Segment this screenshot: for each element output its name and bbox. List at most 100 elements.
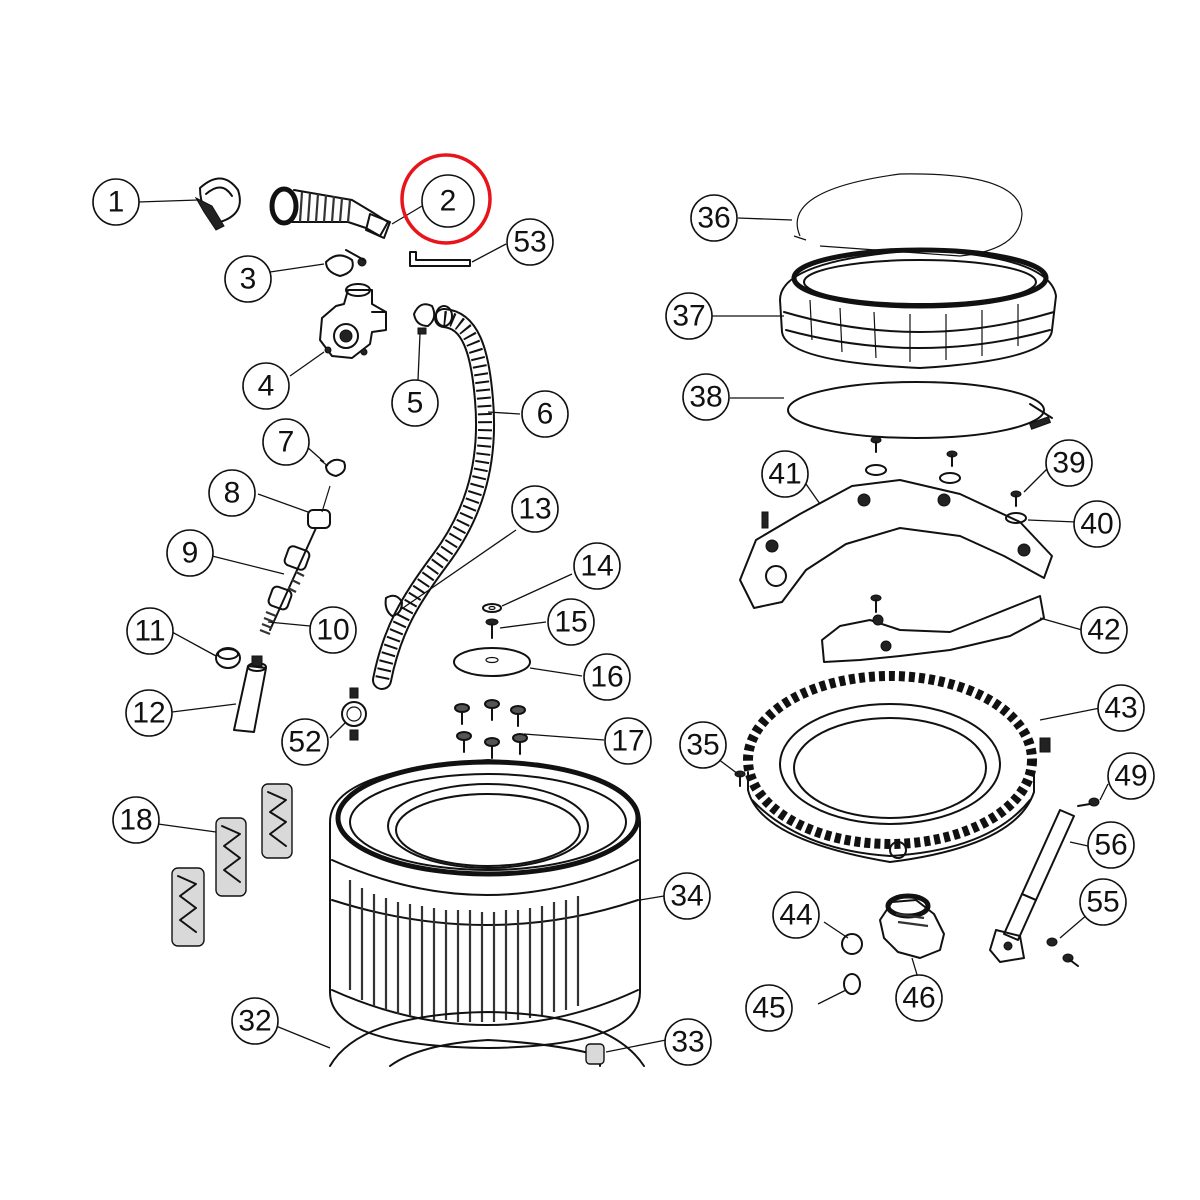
svg-text:6: 6 bbox=[537, 398, 554, 431]
screw-icon bbox=[1077, 797, 1100, 807]
callout-53: 53 bbox=[506, 218, 554, 266]
upper-bracket-icon bbox=[739, 479, 1053, 609]
callout-37: 37 bbox=[665, 292, 713, 340]
leader-lines bbox=[137, 199, 1109, 1053]
drum-icon bbox=[329, 759, 641, 1049]
spring-icon bbox=[307, 485, 331, 529]
svg-text:15: 15 bbox=[554, 606, 587, 639]
svg-text:49: 49 bbox=[1114, 760, 1147, 793]
callout-8: 8 bbox=[208, 469, 256, 517]
callout-12: 12 bbox=[125, 689, 173, 737]
svg-text:45: 45 bbox=[752, 992, 785, 1025]
hex-key-icon bbox=[409, 251, 471, 267]
callout-7: 7 bbox=[262, 418, 310, 466]
svg-text:9: 9 bbox=[182, 537, 199, 570]
svg-text:38: 38 bbox=[689, 381, 722, 414]
washer-icon bbox=[482, 603, 502, 613]
callout-17: 17 bbox=[604, 717, 652, 765]
callout-35: 35 bbox=[679, 721, 727, 769]
callout-18: 18 bbox=[112, 796, 160, 844]
callout-38: 38 bbox=[682, 373, 730, 421]
corrugated-hose-icon bbox=[372, 305, 496, 690]
bellows-hose-icon bbox=[269, 186, 391, 239]
base-tub-icon bbox=[329, 1011, 645, 1067]
clamp-icon bbox=[341, 687, 367, 741]
callout-10: 10 bbox=[309, 606, 357, 654]
svg-text:55: 55 bbox=[1086, 886, 1119, 919]
svg-text:17: 17 bbox=[611, 725, 644, 758]
wire-ring-icon bbox=[793, 173, 1023, 257]
callout-55: 55 bbox=[1079, 878, 1127, 926]
baffle-icon bbox=[171, 783, 293, 947]
svg-text:42: 42 bbox=[1087, 614, 1120, 647]
callout-14: 14 bbox=[573, 542, 621, 590]
lower-bracket-icon bbox=[821, 594, 1045, 663]
svg-text:52: 52 bbox=[288, 726, 321, 759]
svg-text:4: 4 bbox=[258, 370, 275, 403]
cylinder-icon bbox=[233, 655, 267, 733]
svg-text:11: 11 bbox=[134, 615, 165, 648]
callout-6: 6 bbox=[521, 390, 569, 438]
svg-text:8: 8 bbox=[224, 477, 241, 510]
screw-icon bbox=[870, 436, 1022, 507]
svg-text:14: 14 bbox=[580, 550, 613, 583]
wire-clip-icon bbox=[319, 458, 346, 477]
svg-text:33: 33 bbox=[671, 1026, 704, 1059]
shaft-icon bbox=[267, 527, 317, 631]
callout-41: 41 bbox=[761, 450, 809, 498]
callout-3: 3 bbox=[224, 255, 272, 303]
svg-text:32: 32 bbox=[238, 1005, 271, 1038]
svg-text:40: 40 bbox=[1080, 508, 1113, 541]
callout-39: 39 bbox=[1045, 439, 1093, 487]
highlight-circle bbox=[400, 153, 492, 245]
callout-bubbles: 1 2 3 4 5 6 7 8 9 10 11 12 13 14 15 16 1… bbox=[92, 174, 1155, 1066]
gasket-ring-icon bbox=[787, 381, 1053, 439]
svg-text:1: 1 bbox=[108, 186, 125, 219]
callout-9: 9 bbox=[166, 529, 214, 577]
svg-text:39: 39 bbox=[1052, 447, 1085, 480]
callout-34: 34 bbox=[663, 872, 711, 920]
callout-11: 11 bbox=[126, 607, 174, 655]
svg-text:53: 53 bbox=[513, 226, 546, 259]
svg-text:13: 13 bbox=[518, 493, 551, 526]
screw-washer-icon bbox=[1046, 937, 1079, 967]
ring-icon bbox=[215, 647, 241, 669]
svg-text:18: 18 bbox=[119, 804, 152, 837]
washer-icon bbox=[865, 464, 1027, 524]
svg-text:56: 56 bbox=[1094, 829, 1127, 862]
svg-text:43: 43 bbox=[1104, 692, 1137, 725]
outer-tub-icon bbox=[743, 671, 1051, 863]
callout-1: 1 bbox=[92, 178, 140, 226]
disc-cover-icon bbox=[453, 647, 531, 677]
small-clamp-icon bbox=[325, 249, 367, 277]
callout-42: 42 bbox=[1080, 606, 1128, 654]
callout-36: 36 bbox=[690, 194, 738, 242]
callout-33: 33 bbox=[664, 1018, 712, 1066]
svg-text:34: 34 bbox=[670, 880, 703, 913]
callout-16: 16 bbox=[583, 653, 631, 701]
callout-4: 4 bbox=[242, 362, 290, 410]
clip-icon bbox=[413, 303, 436, 335]
pump-housing-icon bbox=[319, 283, 387, 359]
svg-text:44: 44 bbox=[779, 899, 812, 932]
rod-icon bbox=[259, 610, 277, 636]
svg-text:5: 5 bbox=[407, 387, 424, 420]
svg-text:37: 37 bbox=[672, 300, 705, 333]
callout-44: 44 bbox=[772, 891, 820, 939]
svg-text:2: 2 bbox=[440, 185, 457, 218]
elbow-hose-icon bbox=[879, 893, 945, 959]
svg-text:3: 3 bbox=[240, 263, 257, 296]
svg-text:35: 35 bbox=[686, 729, 719, 762]
svg-text:46: 46 bbox=[902, 982, 935, 1015]
svg-text:7: 7 bbox=[278, 426, 295, 459]
svg-text:12: 12 bbox=[132, 697, 165, 730]
callout-15: 15 bbox=[547, 598, 595, 646]
hose-clamp-icon bbox=[194, 177, 241, 231]
svg-text:10: 10 bbox=[316, 614, 349, 647]
screw-icon bbox=[485, 618, 499, 639]
callout-52: 52 bbox=[281, 718, 329, 766]
bolt-set-icon bbox=[454, 699, 528, 759]
callout-49: 49 bbox=[1107, 752, 1155, 800]
pulley-icon bbox=[389, 1039, 605, 1067]
